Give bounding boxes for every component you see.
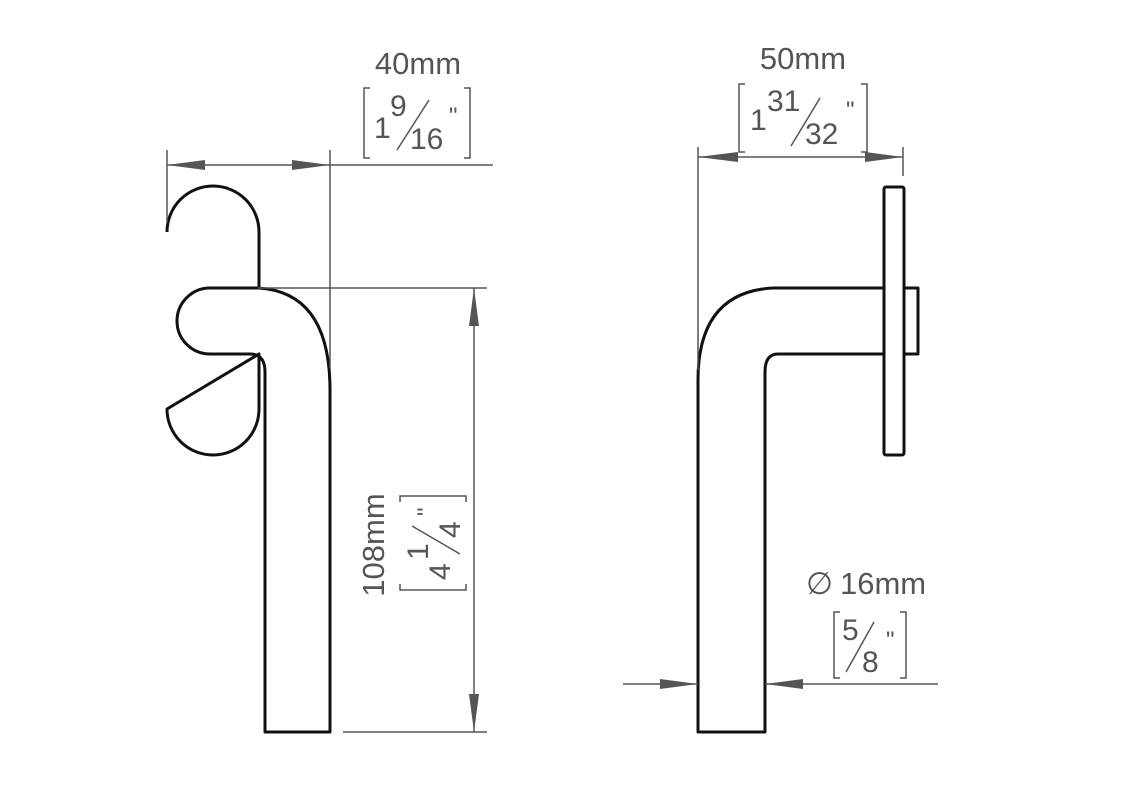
diameter-inch-denominator: 8 — [862, 646, 879, 679]
left-view-handle — [165, 184, 332, 734]
height-inch-whole: 4 — [424, 563, 457, 580]
right-width-dimension: 50mm 1 31 32 " — [697, 41, 904, 370]
inch-mark: " — [886, 627, 895, 654]
height-mm-label: 108mm — [356, 493, 391, 596]
width-inch-denominator: 32 — [805, 118, 838, 151]
diameter-mm-label: 16mm — [840, 566, 926, 601]
width-inch-whole: 1 — [374, 112, 391, 145]
inch-mark: " — [413, 507, 440, 516]
rose-plate — [165, 184, 261, 457]
inch-mark: " — [449, 103, 458, 130]
diameter-symbol: ∅ — [806, 566, 833, 601]
width-mm-label: 40mm — [375, 46, 461, 81]
left-height-dimension: 108mm 4 1 4 " — [258, 287, 487, 733]
width-inch-whole: 1 — [750, 104, 767, 137]
width-mm-label: 50mm — [760, 41, 846, 76]
diameter-inch-numerator: 5 — [842, 614, 859, 647]
left-width-dimension: 40mm 1 9 16 " — [166, 46, 493, 368]
rose-plate-side — [882, 185, 906, 457]
height-inch-denominator: 4 — [434, 521, 467, 538]
width-inch-numerator: 9 — [390, 90, 407, 123]
lever-side-outline — [696, 286, 884, 734]
width-inch-denominator: 16 — [410, 123, 443, 156]
spindle-boss — [902, 286, 920, 356]
width-inch-numerator: 31 — [767, 85, 800, 118]
diameter-dimension: ∅ 16mm 5 8 " — [623, 566, 938, 689]
lever-outline — [175, 286, 332, 734]
inch-mark: " — [846, 97, 855, 124]
right-view-handle — [696, 185, 920, 734]
height-inch-numerator: 1 — [402, 543, 435, 560]
